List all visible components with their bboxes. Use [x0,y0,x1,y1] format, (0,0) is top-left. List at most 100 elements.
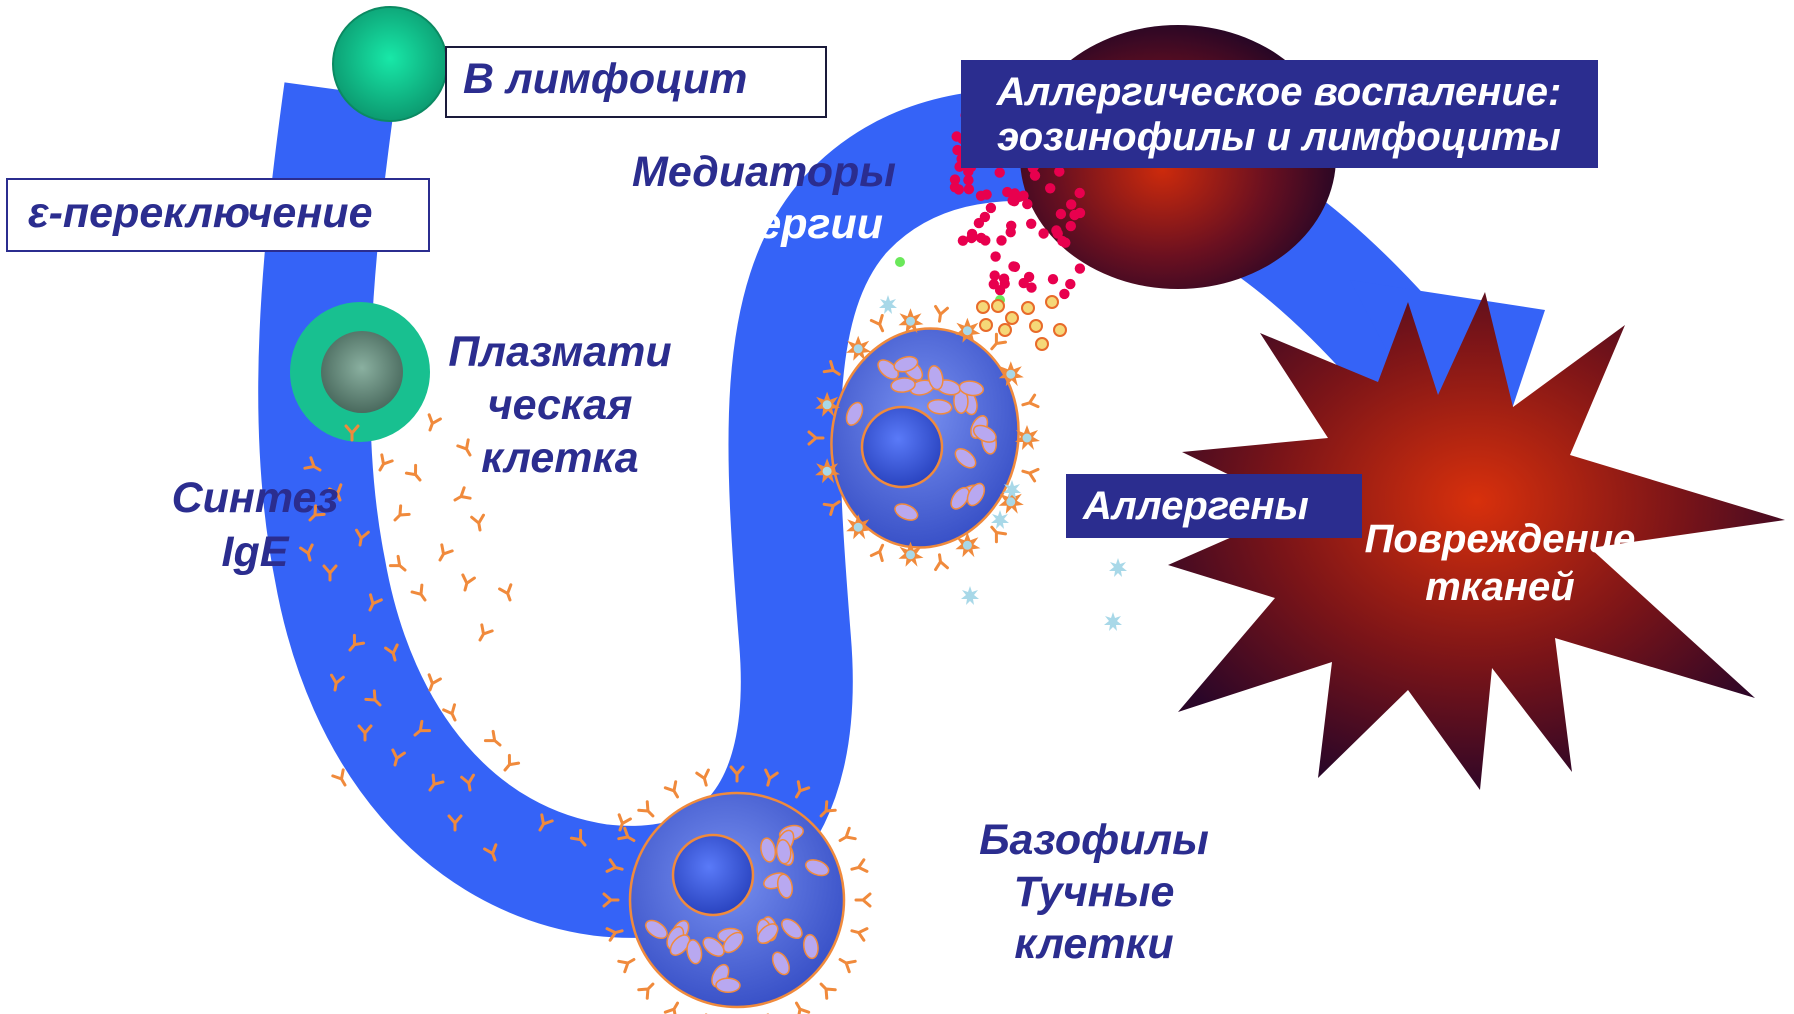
ige-antibody [452,488,470,505]
mediator-dot [954,184,964,194]
plasma-cell [290,302,430,442]
mediator-dot [895,257,905,267]
b-lymphocyte-cell [333,7,447,121]
mediator-dot [999,274,1009,284]
mediator-dot [976,233,986,243]
mediator-dot [1075,188,1085,198]
mediator-granule [992,300,1004,312]
basophils-label-1: Базофилы [979,816,1209,864]
ige-receptor [665,1000,682,1014]
ige-receptor [639,980,657,998]
cell-granule [716,978,740,992]
mediator-dot [963,175,973,185]
ige-receptor [619,954,637,971]
mediators-label-2: аллергии [680,200,883,248]
mast-cell-degranulating-nucleus [862,407,942,487]
mediator-dot [1007,195,1017,205]
ige-antibody [485,731,503,749]
ige-receptor [934,306,948,322]
mediator-granule [1006,312,1018,324]
tissue-damage-label-1: Повреждение [1365,517,1636,561]
allergen-particle [1109,558,1127,577]
mediator-granule [1036,338,1048,350]
mast-cell-bottom-nucleus [673,835,753,915]
mediator-granule [977,301,989,313]
ige-receptor [871,543,888,561]
mediators-label-1: Медиаторы [632,148,896,196]
mediator-dot [1059,289,1069,299]
mediator-dot [990,251,1000,261]
mediator-dot [1051,225,1061,235]
mediator-dot [1056,209,1066,219]
mediator-granule [1030,320,1042,332]
ige-antibody [459,575,474,592]
ige-antibody [500,755,518,773]
ige-antibody [390,556,408,574]
ige-receptor [856,894,870,906]
ige-receptor [871,315,888,333]
ige-receptor [1021,465,1038,480]
ige-antibody [500,585,516,602]
ige-synthesis-label-2: IgE [222,528,290,576]
mediator-dot [1065,279,1075,289]
mediator-granule [999,324,1011,336]
ige-receptor [817,980,835,998]
mediator-dot [950,174,960,184]
ige-receptor [665,782,682,800]
mediator-dot [967,229,977,239]
mediator-dot [1006,227,1016,237]
mediator-dot [1026,219,1036,229]
mediator-granule [1054,324,1066,336]
plasma-cell-label-3: клетка [481,434,638,482]
mediator-dot [1038,228,1048,238]
basophils-label-3: клетки [1014,920,1173,968]
ige-receptor [850,860,867,875]
ige-receptor [850,925,867,940]
inflammation-label-2: эозинофилы и лимфоциты [997,115,1561,159]
mediator-dot [1075,263,1085,273]
allergens-label: Аллергены [1082,484,1309,528]
basophils-label-2: Тучные [1014,868,1175,916]
ige-antibody [458,440,475,458]
mediator-dot [1019,278,1029,288]
mediator-dot [1010,262,1020,272]
mediator-granule [980,319,992,331]
plasma-cell-label-1: Плазмати [448,328,671,376]
ige-antibody [475,625,492,643]
ige-antibody [424,415,440,432]
ige-receptor [837,828,855,845]
mediator-dot [1060,238,1070,248]
mediator-dot [1030,170,1040,180]
mediator-dot [964,184,974,194]
mediator-granule [1046,296,1058,308]
mediator-dot [980,212,990,222]
ige-receptor [934,554,948,570]
tissue-damage-label-2: тканей [1425,565,1574,609]
mediator-dot [1045,183,1055,193]
ige-receptor [987,334,1005,352]
ige-antibody [375,455,392,473]
ige-antibody [406,465,424,483]
mediator-dot [981,189,991,199]
allergen-particle [1104,612,1122,631]
ige-antibody [472,515,486,531]
mediator-dot [996,235,1006,245]
plasma-cell-label-2: ческая [488,381,633,429]
ige-antibody [412,585,430,603]
ige-antibody [391,506,409,524]
mediator-dot [989,279,999,289]
inflammation-label-1: Аллергическое воспаление: [996,70,1562,114]
mediator-granule [1022,302,1034,314]
ige-receptor [639,802,657,820]
allergen-particle [961,586,979,605]
ige-receptor [837,954,855,971]
ige-synthesis-label-1: Синтез [172,474,339,522]
ige-antibody [333,770,350,788]
ige-antibody [435,545,452,563]
mediator-dot [986,203,996,213]
mediator-dot [1066,199,1076,209]
plasma-cell-nucleus [321,331,403,413]
ige-receptor [1021,395,1038,410]
ige-receptor [791,1000,808,1014]
